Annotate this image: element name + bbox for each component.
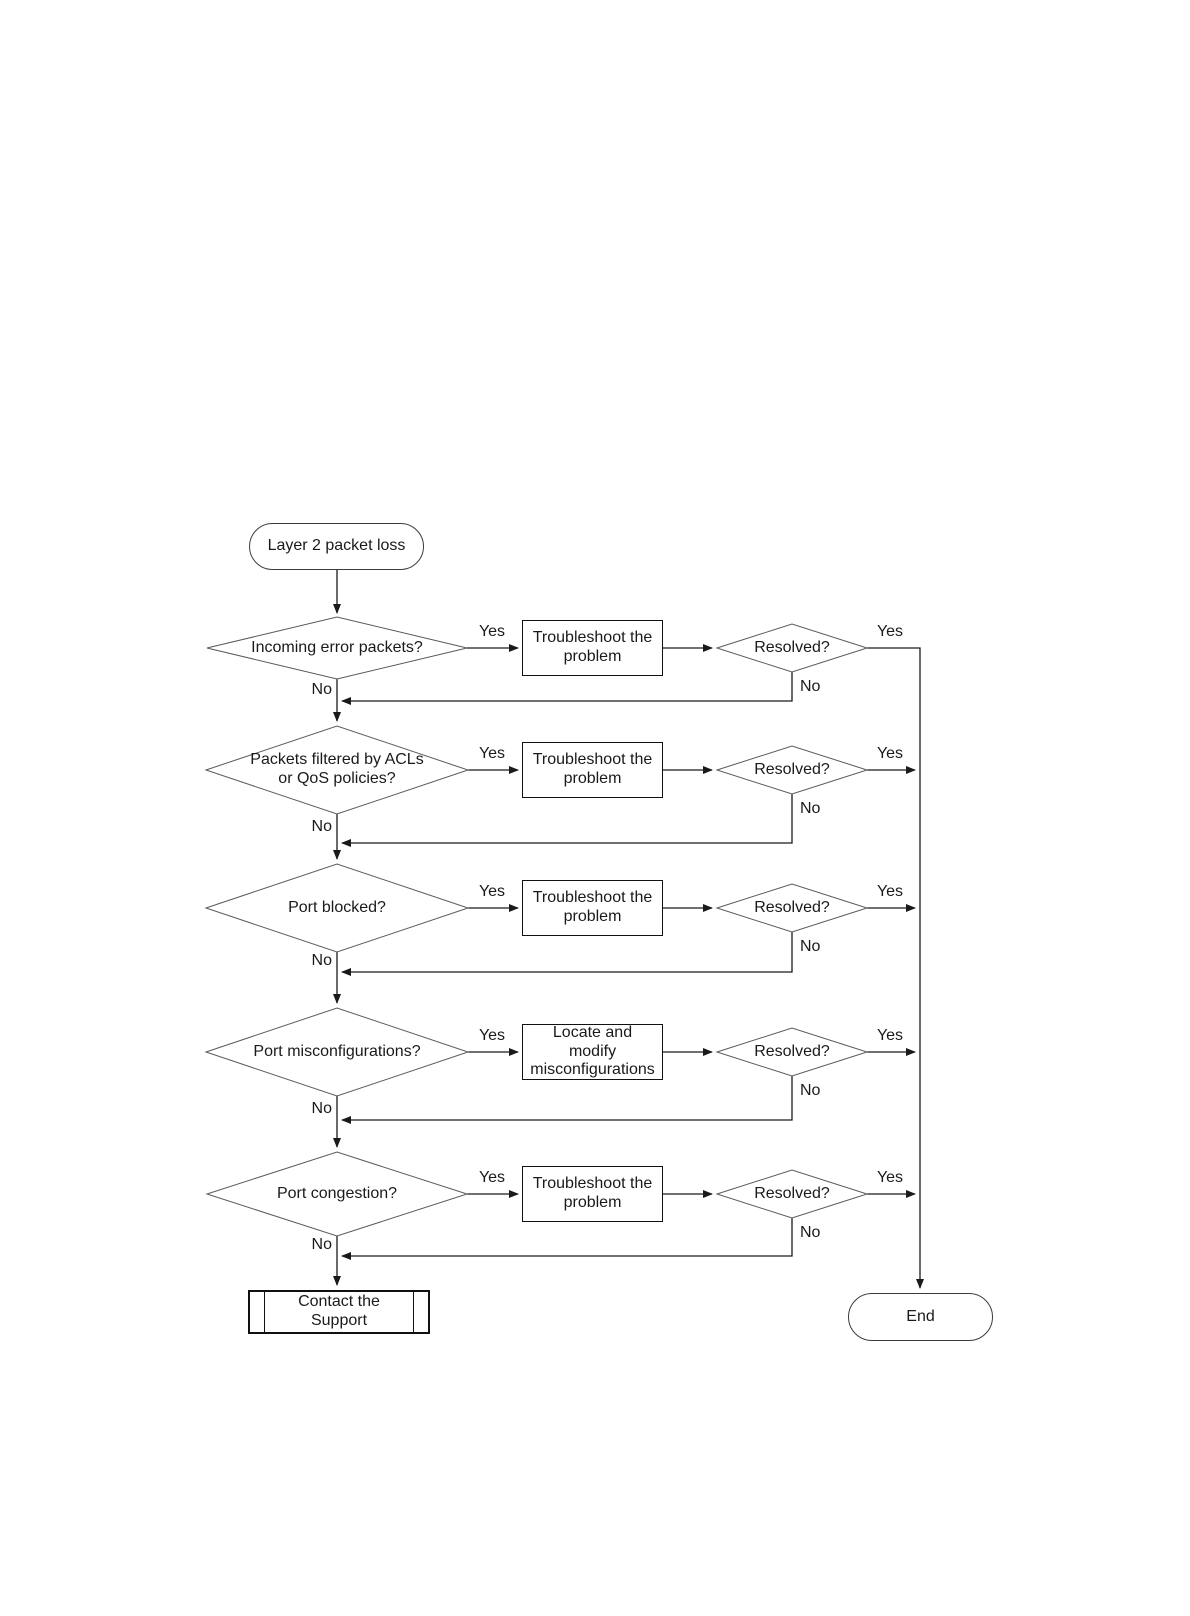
resolved-yes-label-4: Yes — [876, 1027, 904, 1044]
question-label-1: Incoming error packets? — [251, 638, 423, 656]
resolved-label-4: Resolved? — [754, 1043, 830, 1060]
connector-trunk-to-end — [867, 647, 924, 1289]
action-box-2: Troubleshoot the problem — [522, 742, 663, 798]
action-box-1: Troubleshoot the problem — [522, 620, 663, 676]
resolved-no-label-3: No — [800, 938, 821, 955]
resolved-yes-label-3: Yes — [876, 883, 904, 900]
resolved-label-5: Resolved? — [754, 1185, 830, 1202]
yes-label-4: Yes — [478, 1027, 506, 1044]
question-diamond-2 — [204, 725, 470, 815]
no-label-3: No — [311, 952, 332, 969]
action-box-5: Troubleshoot the problem — [522, 1166, 663, 1222]
connector-check4-no-return — [341, 1076, 793, 1124]
no-label-1: No — [311, 681, 332, 698]
resolved-diamond-5 — [715, 1169, 869, 1219]
diamond-group — [204, 616, 869, 1237]
connector-check3-no-return — [341, 932, 793, 976]
predefined-process-right-bar — [413, 1292, 414, 1332]
resolved-no-label-4: No — [800, 1082, 821, 1099]
resolved-diamond-2 — [715, 745, 869, 795]
resolved-label-3: Resolved? — [754, 899, 830, 916]
action-label-5: Troubleshoot the problem — [532, 1175, 653, 1211]
question-label-5: Port congestion? — [276, 1184, 398, 1202]
resolved-yes-label-2: Yes — [876, 745, 904, 762]
end-node: End — [848, 1293, 993, 1341]
question-label-2: Packets filtered by ACLs or QoS policies… — [250, 751, 424, 787]
resolved-diamond-4 — [715, 1027, 869, 1077]
connector-check5-no-return — [341, 1218, 793, 1260]
resolved-label-1: Resolved? — [754, 639, 830, 656]
resolved-no-label-5: No — [800, 1224, 821, 1241]
action-label-1: Troubleshoot the problem — [532, 629, 653, 665]
resolved-no-label-2: No — [800, 800, 821, 817]
question-diamond-5 — [205, 1151, 469, 1237]
no-label-2: No — [311, 818, 332, 835]
resolved-no-label-1: No — [800, 678, 821, 695]
resolved-label-2: Resolved? — [754, 761, 830, 778]
question-label-3: Port blocked? — [288, 898, 386, 916]
no-label-4: No — [311, 1100, 332, 1117]
no-label-5: No — [311, 1236, 332, 1253]
contact-support-label: Contact the Support — [298, 1293, 380, 1329]
question-label-4: Port misconfigurations? — [253, 1042, 421, 1060]
yes-label-2: Yes — [478, 745, 506, 762]
question-diamond-3 — [204, 863, 470, 953]
action-label-2: Troubleshoot the problem — [532, 751, 653, 787]
yes-label-3: Yes — [478, 883, 506, 900]
yes-label-1: Yes — [478, 623, 506, 640]
start-node: Layer 2 packet loss — [249, 523, 424, 570]
predefined-process-left-bar — [264, 1292, 265, 1332]
question-diamond-4 — [204, 1007, 470, 1097]
contact-support-node: Contact the Support — [248, 1290, 430, 1334]
action-box-4: Locate and modify misconfigurations — [522, 1024, 663, 1080]
connector-check2-no-return — [341, 794, 793, 847]
resolved-diamond-3 — [715, 883, 869, 933]
end-label: End — [906, 1307, 935, 1325]
start-label: Layer 2 packet loss — [267, 537, 406, 555]
action-label-3: Troubleshoot the problem — [532, 889, 653, 925]
resolved-diamond-1 — [715, 623, 869, 673]
action-box-3: Troubleshoot the problem — [522, 880, 663, 936]
connector-check1-no-return — [341, 672, 793, 705]
yes-label-5: Yes — [478, 1169, 506, 1186]
resolved-yes-label-5: Yes — [876, 1169, 904, 1186]
resolved-yes-label-1: Yes — [876, 623, 904, 640]
question-diamond-1 — [206, 616, 468, 680]
connector-group — [333, 570, 924, 1289]
action-label-4: Locate and modify misconfigurations — [530, 1023, 655, 1079]
